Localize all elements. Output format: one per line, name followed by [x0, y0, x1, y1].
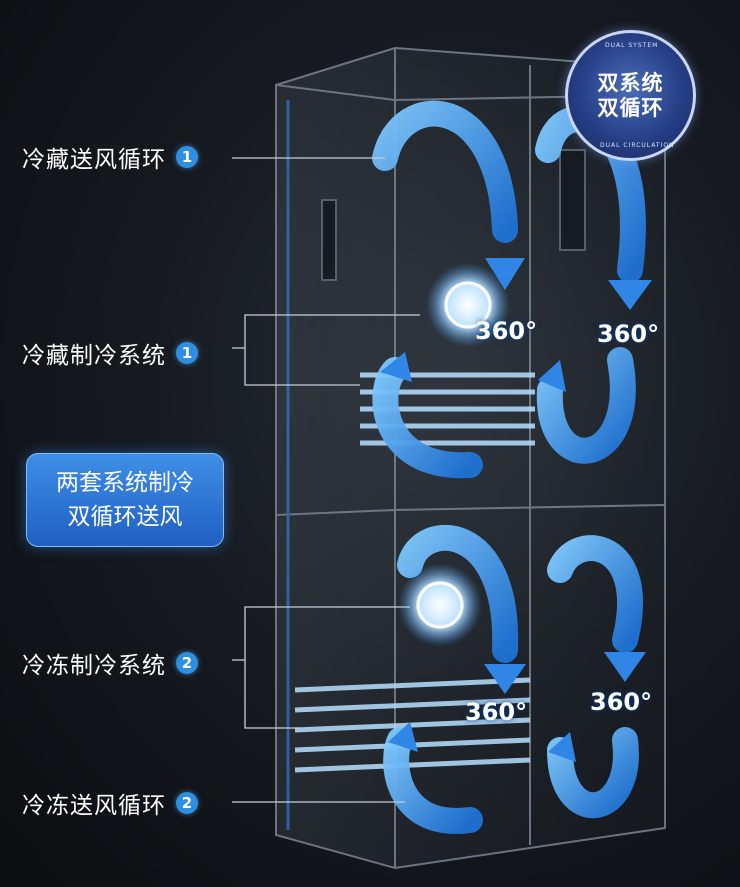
callout-number-badge: 2: [176, 652, 198, 674]
summary-box: 两套系统制冷 双循环送风: [26, 453, 224, 547]
callout-label: 冷藏送风循环: [22, 147, 166, 173]
freezer-coil: [294, 677, 531, 773]
callout-label: 冷藏制冷系统: [22, 343, 166, 369]
callout-fridge-airflow: 冷藏送风循环 1: [22, 140, 198, 174]
arrow-heads: [380, 258, 652, 762]
callout-number-badge: 2: [176, 792, 198, 814]
badge-arc-bottom: DUAL CIRCULATION: [600, 142, 675, 149]
callout-label: 冷冻送风循环: [22, 793, 166, 819]
badge-line-1: 双系统: [597, 70, 664, 95]
dual-system-badge: DUAL SYSTEM 双系统 双循环 DUAL CIRCULATION: [565, 30, 696, 161]
degree-label-freezer-right: 360°: [590, 688, 653, 716]
callout-freezer-airflow: 冷冻送风循环 2: [22, 786, 198, 820]
callout-label: 冷冻制冷系统: [22, 653, 166, 679]
freezer-fan: [398, 563, 482, 647]
leader-lines: [232, 157, 420, 803]
callout-number-badge: 1: [176, 342, 198, 364]
badge-line-2: 双循环: [597, 95, 664, 120]
callout-number-badge: 1: [176, 146, 198, 168]
degree-label-fridge-right: 360°: [597, 320, 660, 348]
callout-fridge-cooling: 冷藏制冷系统 1: [22, 336, 198, 370]
summary-line-1: 两套系统制冷: [56, 470, 194, 496]
degree-label-fridge-left: 360°: [475, 317, 538, 345]
badge-arc-top: DUAL SYSTEM: [605, 42, 659, 49]
summary-line-2: 双循环送风: [67, 504, 183, 530]
degree-label-freezer-left: 360°: [465, 698, 528, 726]
fridge-fan: [426, 263, 510, 347]
callout-freezer-cooling: 冷冻制冷系统 2: [22, 646, 198, 680]
